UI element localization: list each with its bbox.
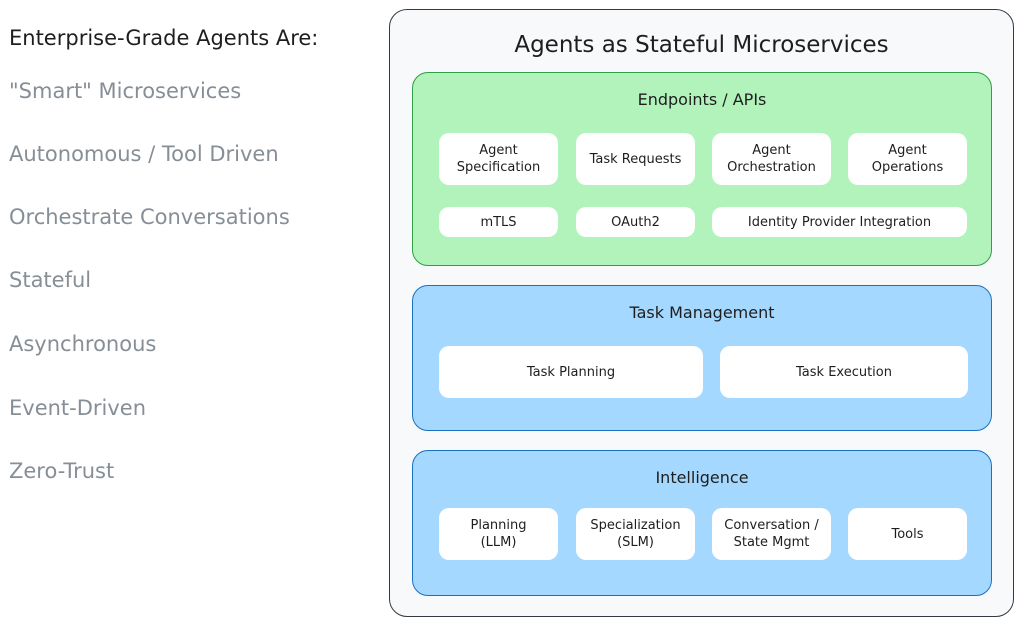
task-planning-box: Task Planning <box>439 346 703 398</box>
microservice-container: Agents as Stateful Microservices Endpoin… <box>389 9 1014 617</box>
agent-specification-box: Agent Specification <box>439 133 558 185</box>
trait-smart-microservices: "Smart" Microservices <box>9 79 242 103</box>
task-requests-box: Task Requests <box>576 133 695 185</box>
task-execution-box: Task Execution <box>720 346 968 398</box>
identity-provider-box: Identity Provider Integration <box>712 207 967 237</box>
intelligence-title: Intelligence <box>655 468 749 487</box>
trait-asynchronous: Asynchronous <box>9 332 157 356</box>
endpoints-title: Endpoints / APIs <box>637 90 767 109</box>
trait-autonomous: Autonomous / Tool Driven <box>9 142 279 166</box>
trait-event-driven: Event-Driven <box>9 396 147 420</box>
oauth2-box: OAuth2 <box>576 207 695 237</box>
trait-stateful: Stateful <box>9 268 92 292</box>
conversation-state-box: Conversation / State Mgmt <box>712 508 831 560</box>
trait-orchestrate: Orchestrate Conversations <box>9 205 290 229</box>
agent-orchestration-box: Agent Orchestration <box>712 133 831 185</box>
planning-llm-box: Planning (LLM) <box>439 508 558 560</box>
diagram-title: Agents as Stateful Microservices <box>514 32 889 58</box>
tools-box: Tools <box>848 508 967 560</box>
intelligence-section: Intelligence Planning (LLM) Specializati… <box>412 450 992 596</box>
mtls-box: mTLS <box>439 207 558 237</box>
endpoints-section: Endpoints / APIs Agent Specification Tas… <box>412 72 992 266</box>
traits-heading: Enterprise-Grade Agents Are: <box>9 26 319 50</box>
specialization-slm-box: Specialization (SLM) <box>576 508 695 560</box>
trait-zero-trust: Zero-Trust <box>9 459 115 483</box>
agent-operations-box: Agent Operations <box>848 133 967 185</box>
task-management-title: Task Management <box>629 303 775 322</box>
task-management-section: Task Management Task Planning Task Execu… <box>412 285 992 431</box>
